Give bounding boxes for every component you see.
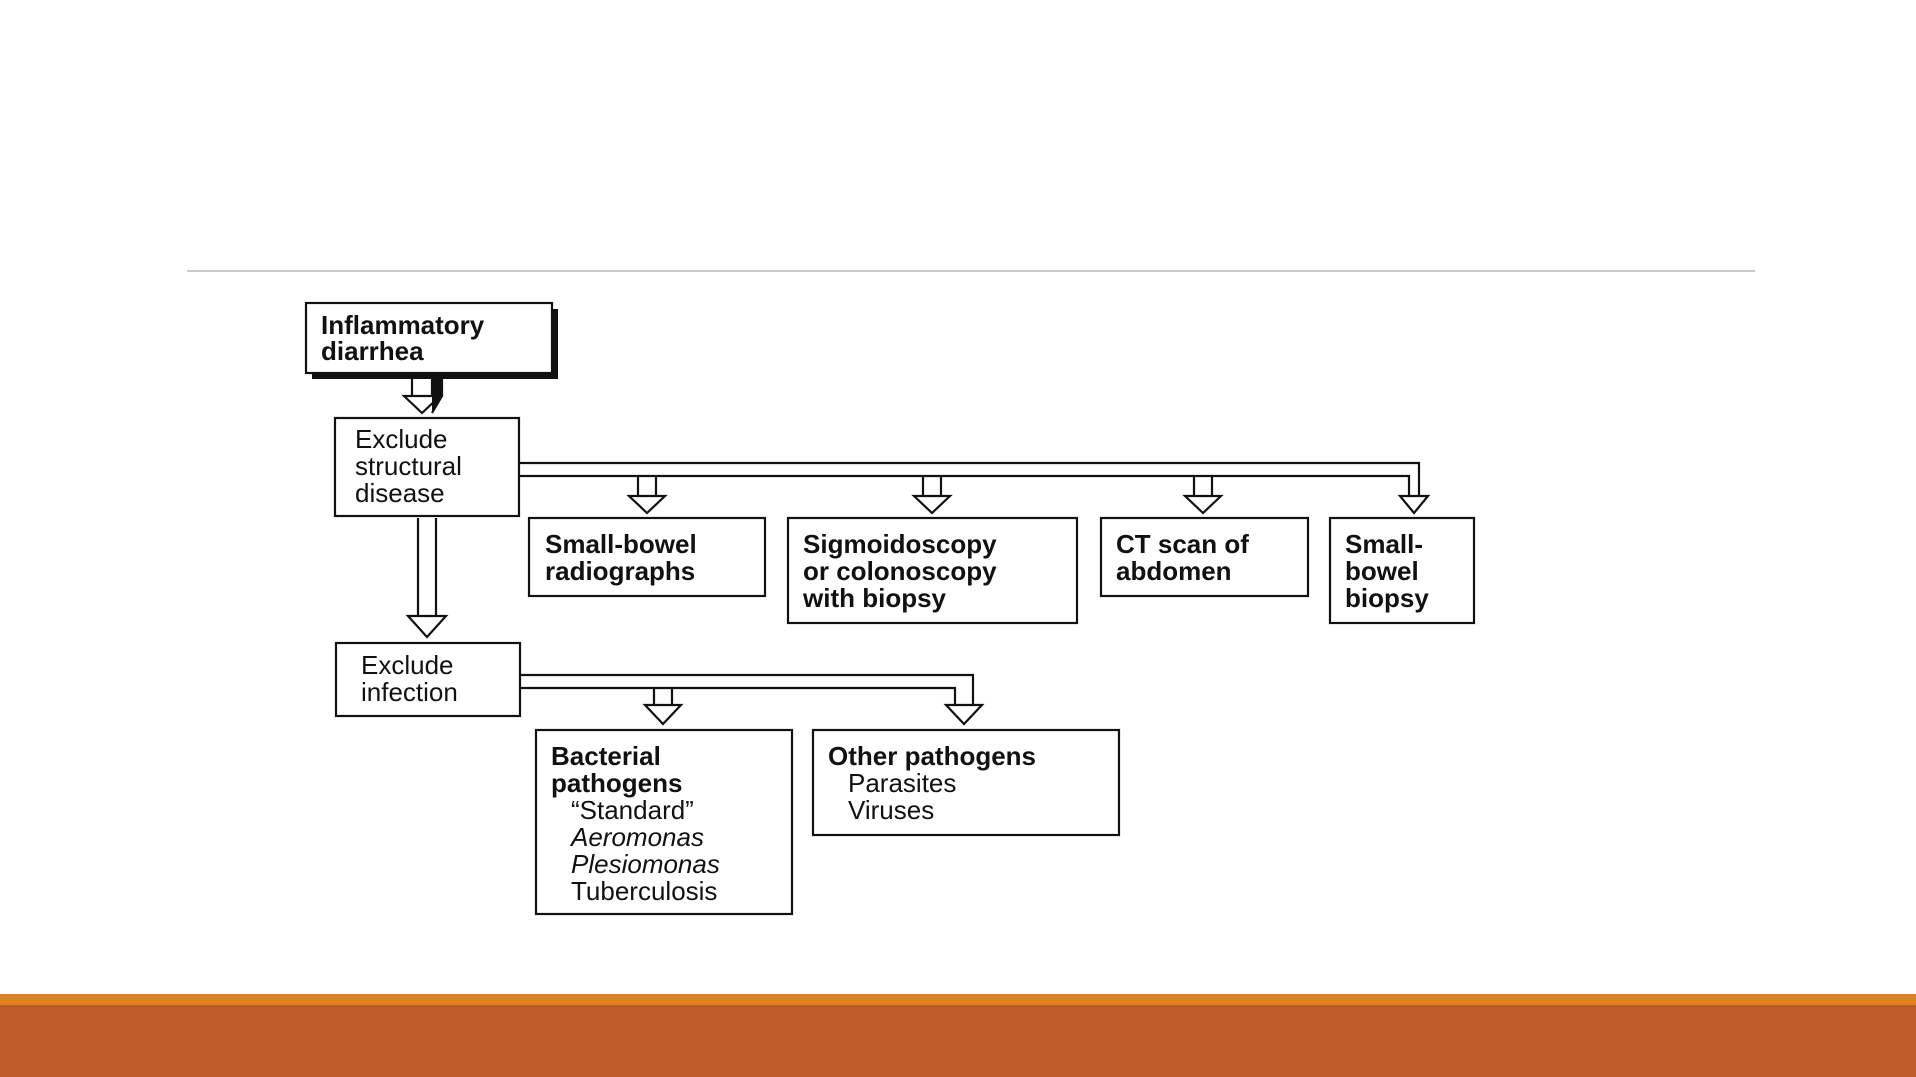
other-item: Viruses — [848, 795, 934, 825]
option4-label-3: biopsy — [1345, 583, 1429, 613]
exclude-infection-node — [334, 641, 522, 718]
bacterial-heading-1: Bacterial — [551, 741, 661, 771]
accent-stripe — [0, 994, 1916, 1005]
infection-label-2: infection — [361, 677, 458, 707]
option4-label-1: Small- — [1345, 529, 1423, 559]
bacterial-item: Aeromonas — [569, 822, 704, 852]
option3-label-1: CT scan of — [1116, 529, 1249, 559]
structural-label-2: structural — [355, 451, 462, 481]
bacterial-item: Tuberculosis — [571, 876, 717, 906]
option2-label-3: with biopsy — [802, 583, 947, 613]
start-label-1: Inflammatory — [321, 310, 485, 340]
option1-label-2: radiographs — [545, 556, 695, 586]
option1-label-1: Small-bowel — [545, 529, 697, 559]
sigmoidoscopy-node — [786, 516, 1079, 625]
other-pathogens-node — [811, 728, 1121, 837]
footer-band — [0, 1005, 1916, 1077]
ct-scan-node — [1099, 516, 1310, 598]
other-heading: Other pathogens — [828, 741, 1036, 771]
title-divider — [187, 270, 1755, 272]
exclude-structural-node — [333, 416, 521, 518]
infection-label-1: Exclude — [361, 650, 454, 680]
connectors — [401, 370, 1431, 726]
small-bowel-radiographs-node — [527, 516, 767, 598]
option4-label-2: bowel — [1345, 556, 1419, 586]
structural-label-3: disease — [355, 478, 445, 508]
option2-label-2: or colonoscopy — [803, 556, 997, 586]
bacterial-item: “Standard” — [571, 795, 694, 825]
start-label-2: diarrhea — [321, 336, 424, 366]
other-item: Parasites — [848, 768, 956, 798]
small-bowel-biopsy-node — [1328, 516, 1476, 625]
structural-label-1: Exclude — [355, 424, 448, 454]
start-node — [304, 301, 558, 379]
bacterial-heading-2: pathogens — [551, 768, 682, 798]
bacterial-pathogens-node — [534, 728, 794, 916]
bacterial-item: Plesiomonas — [571, 849, 720, 879]
option3-label-2: abdomen — [1116, 556, 1232, 586]
option2-label-1: Sigmoidoscopy — [803, 529, 997, 559]
